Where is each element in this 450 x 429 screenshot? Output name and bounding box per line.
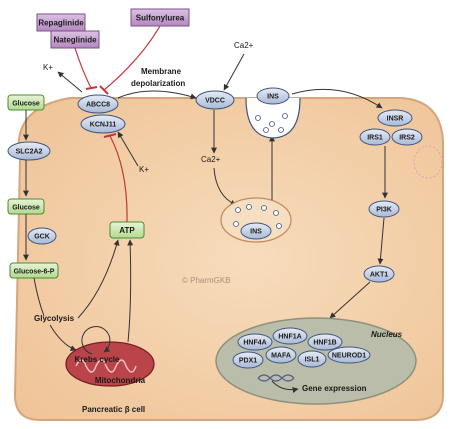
gck-node: GCK (27, 227, 57, 245)
akt1-to-nucleus-arrow (329, 281, 371, 319)
membrane-label-1: Membrane (141, 67, 182, 76)
ca-ion-mid-label: Ca2+ (201, 155, 221, 164)
mitochondria: Krebs cycle Mitochondria (65, 341, 155, 387)
ca-influx-arrow (223, 53, 245, 91)
krebs-cycle-circle (81, 326, 111, 355)
atp-inhibit-line (109, 135, 128, 223)
membrane-label-2: depolarization (131, 79, 185, 88)
hnf1a-label: HNF1A (278, 334, 301, 341)
repaglinide-inhibit-bar (85, 86, 98, 90)
atp-label: ATP (119, 226, 135, 235)
mito-to-atp-arrow (127, 239, 134, 343)
hnf1b-label: HNF1B (313, 340, 336, 347)
insulin-vesicle: INS (220, 197, 292, 243)
nucleus: Nucleus HNF4A HNF1A HNF1B PDX1 MAFA ISL1… (215, 317, 417, 405)
ca-ion-top-label: Ca2+ (234, 41, 254, 50)
irs2-label: IRS2 (399, 135, 415, 142)
sulfonylurea-inhibit-line (103, 25, 161, 91)
ins-secreted-label: INS (267, 94, 279, 101)
k-efflux-arrow (57, 71, 83, 93)
nateglinide-box: Nateglinide (50, 30, 100, 49)
repaglinide-label: Repaglinide (38, 19, 84, 28)
factor-isl1: ISL1 (297, 350, 327, 368)
cristae (75, 359, 137, 373)
g6p-to-glycolysis-arrow (33, 277, 45, 317)
akt1-label: AKT1 (370, 272, 388, 279)
nateglinide-label: Nateglinide (53, 36, 97, 45)
krebs-label: Krebs cycle (75, 355, 120, 364)
hnf4a-label: HNF4A (243, 340, 266, 347)
k-ion-right-label: K+ (139, 165, 149, 174)
sulfonylurea-inhibit-bar (99, 85, 109, 95)
glycolysis-label: Glycolysis (34, 314, 75, 323)
nucleus-title: Nucleus (371, 330, 403, 339)
factor-hnf4a: HNF4A (237, 333, 273, 351)
cell-label: Pancreatic β cell (82, 405, 145, 414)
isl1-label: ISL1 (305, 357, 320, 364)
insr-label: INSR (387, 116, 404, 123)
glucose6p-label: Glucose-6-P (14, 269, 55, 276)
k-to-kcnj11-arrow (117, 131, 139, 167)
repaglinide-inhibit-line (74, 47, 92, 89)
kcnj11-label: KCNJ11 (90, 122, 117, 129)
sulfonylurea-box: Sulfonylurea (130, 8, 190, 27)
factor-mafa: MAFA (265, 346, 297, 364)
slc2a2-node: SLC2A2 (7, 141, 51, 161)
irs1-label: IRS1 (367, 135, 383, 142)
glucose6p-box: Glucose-6-P (9, 262, 59, 279)
gene-expression-label: Gene expression (302, 384, 367, 393)
dna-helix-icon (257, 374, 295, 382)
akt1-node: AKT1 (363, 265, 395, 283)
glucose-inside-box: Glucose (7, 198, 45, 215)
ins-to-insr-arrow (291, 88, 383, 109)
glycolysis-to-krebs-arrow (49, 324, 77, 352)
atp-inhibit-bar (103, 133, 117, 138)
factor-neurod1: NEUROD1 (327, 346, 371, 364)
mitochondria-label: Mitochondria (95, 376, 146, 385)
glucose-outside-label: Glucose (12, 101, 40, 108)
secretion-vesicle: INS (245, 87, 301, 139)
slc2a2-label: SLC2A2 (16, 149, 43, 156)
pi3k-node: PI3K (368, 200, 400, 218)
neurod1-label: NEUROD1 (332, 353, 366, 360)
pdx1-label: PDX1 (239, 358, 257, 365)
glucose-outside-box: Glucose (7, 94, 45, 111)
irs1-node: IRS1 (359, 128, 391, 146)
irs2-node: IRS2 (391, 128, 423, 146)
ins-vesicle-label: INS (250, 229, 262, 236)
vdcc-node: VDCC (195, 90, 235, 110)
gene-expression-arrow (271, 380, 299, 393)
insr-node: INSR (377, 109, 413, 127)
factor-pdx1: PDX1 (232, 351, 264, 369)
abcc8-node: ABCC8 (77, 94, 119, 114)
watermark: © PharmGKB (182, 276, 231, 285)
abcc8-label: ABCC8 (86, 102, 110, 109)
pi3k-to-akt1-arrow (377, 217, 385, 265)
atp-box: ATP (109, 221, 145, 239)
kcnj11-node: KCNJ11 (80, 114, 126, 134)
factor-hnf1b: HNF1B (307, 333, 343, 351)
glucose-inside-label: Glucose (12, 205, 40, 212)
insr-membrane-region (413, 145, 443, 179)
glycolysis-to-atp-arrow (77, 239, 120, 319)
pi3k-label: PI3K (376, 207, 392, 214)
depolarization-arrow (117, 90, 197, 100)
k-ion-top-label: K+ (43, 63, 53, 72)
vdcc-label: VDCC (205, 98, 225, 105)
factor-hnf1a: HNF1A (272, 327, 308, 345)
sulfonylurea-label: Sulfonylurea (136, 14, 185, 23)
gck-label: GCK (34, 234, 50, 241)
mafa-label: MAFA (271, 353, 291, 360)
repaglinide-box: Repaglinide (36, 13, 86, 32)
